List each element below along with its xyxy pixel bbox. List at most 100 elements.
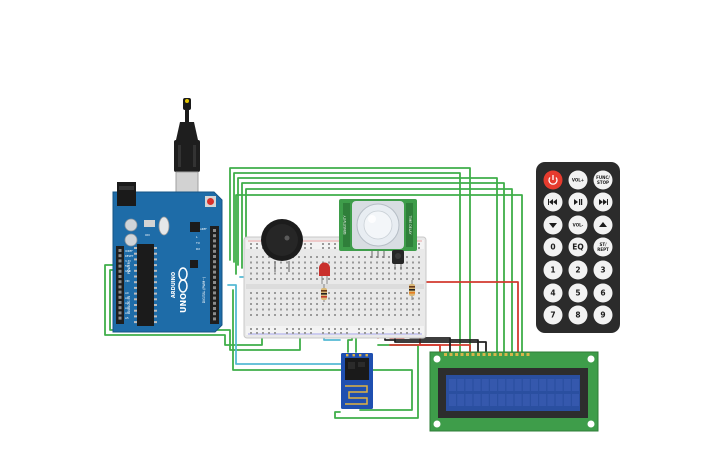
breadboard-hole [358,278,360,280]
breadboard-hole [304,247,306,249]
breadboard-hole [346,308,348,311]
breadboard-hole [286,278,288,280]
breadboard-hole [400,303,402,305]
down-arrow-button[interactable] [543,215,563,235]
breadboard-hole [256,314,258,316]
pin-label-5v: 5V [125,264,129,268]
breadboard-hole [298,272,300,275]
header-pin [118,249,122,252]
arduino-logo-icon [178,267,188,293]
breadboard-hole [316,292,318,294]
breadboard-hole [262,328,264,330]
breadboard-hole [280,308,282,311]
breadboard-hole [412,297,414,300]
lcd-cell [547,394,555,406]
header-pin [118,275,122,278]
remote-button[interactable]: EQ [568,237,588,257]
remote-button-label: REPT [597,247,609,252]
breadboard-hole [388,278,390,280]
chip-pin [134,286,137,289]
breadboard-hole [406,297,408,300]
breadboard-hole [316,297,318,300]
breadboard-hole [262,308,264,311]
remote-button[interactable]: 6 [593,283,613,303]
breadboard-hole [250,278,252,280]
breadboard-hole [406,292,408,294]
play-pause-button[interactable] [568,192,588,212]
breadboard-hole [262,272,264,275]
breadboard-hole [364,332,366,334]
breadboard-hole [274,308,276,311]
rewind-button[interactable] [543,192,563,212]
breadboard-hole [310,308,312,311]
remote-button[interactable]: 5 [568,283,588,303]
remote-button[interactable]: 1 [543,260,563,280]
remote-button[interactable]: 8 [568,305,588,325]
header-pin [118,306,122,310]
header-pin [213,249,216,253]
breadboard-hole [346,314,348,316]
remote-button[interactable]: 9 [593,305,613,325]
remote-button[interactable]: 7 [543,305,563,325]
breadboard-hole [250,247,252,249]
remote-button[interactable]: 0 [543,237,563,257]
breadboard-hole [328,308,330,311]
chip-pin [154,258,157,261]
remote-button[interactable]: VOL+ [568,170,588,190]
breadboard-hole [388,314,390,316]
breadboard-hole [346,332,348,334]
breadboard-hole [340,278,342,280]
breadboard-hole [262,314,264,316]
breadboard-hole [286,328,288,330]
up-arrow-button[interactable] [593,215,613,235]
esp-pin [365,354,368,357]
wire-green [109,269,301,351]
breadboard-hole [262,297,264,300]
header-pin [213,239,216,243]
remote-button[interactable]: 4 [543,283,563,303]
breadboard-hole [412,278,414,280]
breadboard-hole [406,303,408,305]
label-tx: TX [195,241,200,245]
remote-button[interactable]: FUNC/STOP [593,170,613,190]
header-pin [213,286,216,290]
piezo-buzzer [261,219,303,272]
breadboard-hole [304,303,306,305]
breadboard-hole [370,256,372,258]
breadboard-hole [268,256,270,258]
remote-button[interactable]: 2 [568,260,588,280]
breadboard-hole [292,272,294,275]
breadboard-hole [310,278,312,280]
lcd-pin [482,353,486,356]
lcd-cell [547,379,555,391]
breadboard-hole [400,308,402,311]
breadboard-hole [310,328,312,330]
chip-pin [154,247,157,249]
lcd-cell [522,394,530,406]
fast-forward-icon [599,199,608,205]
lcd-cell [531,394,538,406]
power-button[interactable] [543,170,563,190]
breadboard-hole [400,332,402,334]
chip-pins [134,247,157,324]
breadboard-hole [412,256,414,258]
breadboard-hole [418,308,420,311]
breadboard-hole [352,278,354,280]
arduino-model: UNO [179,293,188,313]
breadboard-hole [310,247,312,249]
breadboard-hole [370,332,372,334]
remote-button[interactable]: ST/REPT [593,237,613,257]
breadboard-hole [292,278,294,280]
fast-forward-button[interactable] [593,192,613,212]
remote-button[interactable]: 3 [593,260,613,280]
usb-cable [174,98,200,205]
remote-button[interactable]: VOL- [568,215,588,235]
breadboard-hole [340,328,342,330]
breadboard-hole [340,332,342,334]
power-pin-labels: IOREF RESET 3.3V 5V GND VIN AREF [125,227,207,283]
breadboard-hole [316,308,318,311]
chip-pin [134,281,137,284]
lcd-cell [555,379,563,391]
pin-label-3v3: 3.3V [125,259,131,263]
breadboard-hole [364,256,366,258]
